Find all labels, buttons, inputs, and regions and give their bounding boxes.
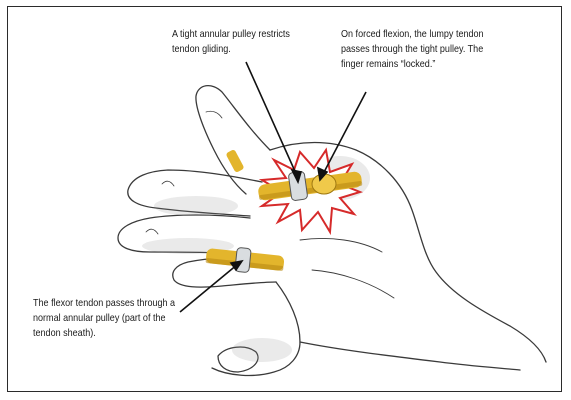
leader-line-tight-pulley: [246, 62, 298, 178]
knuckle-line: [146, 229, 158, 234]
shade-area: [232, 338, 292, 362]
tendon-segment: [225, 149, 244, 173]
palm-crease: [300, 239, 382, 253]
wrist-line: [300, 342, 520, 370]
knuckle-line: [206, 111, 222, 118]
index-tendon: [225, 149, 244, 173]
tendon-nodule: [312, 174, 336, 194]
shade-area: [154, 196, 238, 216]
palm-crease: [312, 270, 394, 298]
annotation-normal-pulley: The flexor tendon passes through a norma…: [33, 296, 248, 341]
annotation-forced-flexion: On forced flexion, the lumpy tendon pass…: [341, 27, 556, 72]
annotation-tight-pulley: A tight annular pulley restricts tendon …: [172, 27, 344, 57]
knuckle-line: [162, 181, 174, 186]
index-finger-outline: [196, 86, 270, 194]
normal-tendon: [205, 247, 284, 272]
